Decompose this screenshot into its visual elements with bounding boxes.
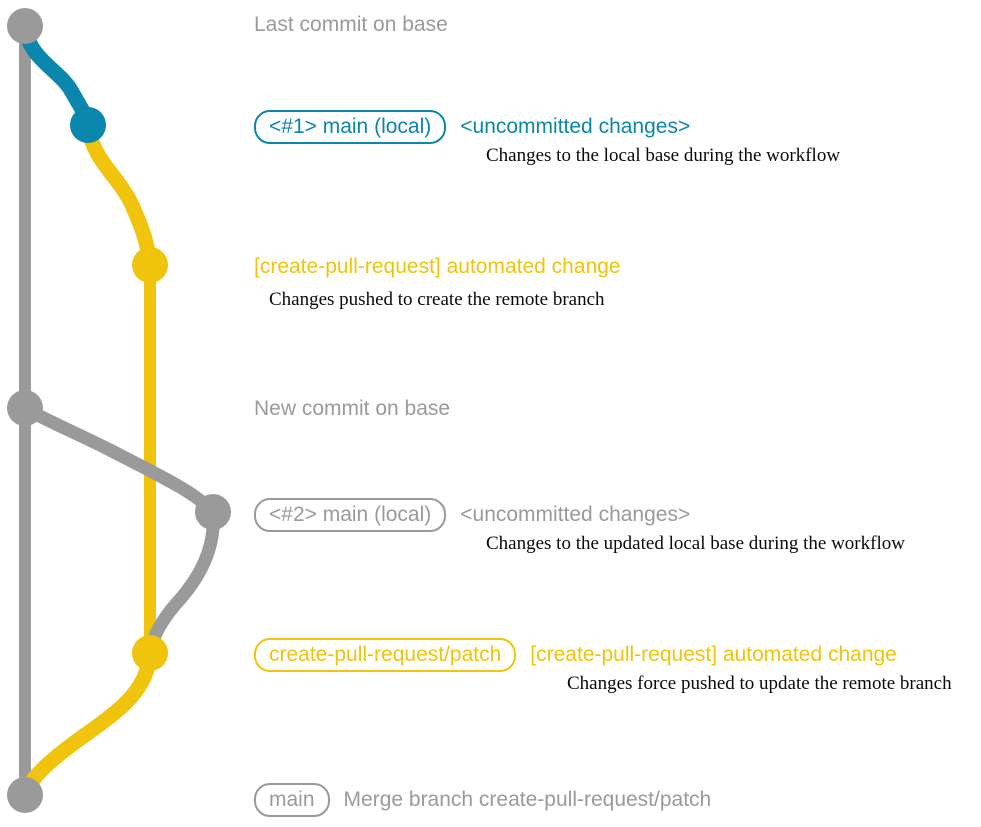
node-patch-1	[132, 247, 168, 283]
row-local-1: <#1> main (local) <uncommitted changes>	[254, 110, 690, 144]
node-patch-2	[132, 635, 168, 671]
headline-new-commit-on-base: New commit on base	[254, 397, 451, 420]
headline-last-commit-on-base: Last commit on base	[254, 13, 448, 36]
row-last-commit-on-base: Last commit on base	[254, 13, 448, 37]
node-merge	[7, 777, 43, 813]
row-merge-commit: main Merge branch create-pull-request/pa…	[254, 783, 711, 817]
patch-branch-line-1	[80, 117, 158, 273]
commit-graph	[7, 8, 231, 813]
local-branch-line-2	[18, 401, 220, 519]
patch-to-merge-line	[17, 645, 158, 803]
subtitle-automated-change-1: Changes pushed to create the remote bran…	[269, 289, 605, 310]
row-automated-change-1: [create-pull-request] automated change	[254, 255, 621, 279]
row-automated-change-2: create-pull-request/patch [create-pull-r…	[254, 638, 897, 672]
node-local-2	[195, 494, 231, 530]
headline-merge-branch: Merge branch create-pull-request/patch	[343, 788, 712, 811]
row-new-commit-on-base: New commit on base	[254, 397, 450, 421]
subtitle-local-2: Changes to the updated local base during…	[486, 533, 905, 554]
subtitle-automated-change-2: Changes force pushed to update the remot…	[567, 673, 952, 694]
node-local-1	[70, 107, 106, 143]
row-local-2: <#2> main (local) <uncommitted changes>	[254, 498, 690, 532]
headline-uncommitted-changes-2: <uncommitted changes>	[460, 503, 691, 526]
badge-create-pull-request-patch[interactable]: create-pull-request/patch	[254, 638, 517, 672]
badge-main-local-1[interactable]: <#1> main (local)	[254, 110, 447, 144]
local-to-patch-line	[143, 505, 220, 660]
node-base-top	[7, 8, 43, 44]
headline-uncommitted-changes-1: <uncommitted changes>	[460, 115, 691, 138]
subtitle-local-1: Changes to the local base during the wor…	[486, 145, 841, 166]
badge-main-local-2[interactable]: <#2> main (local)	[254, 498, 447, 532]
node-base-new	[7, 390, 43, 426]
badge-main[interactable]: main	[254, 783, 330, 817]
headline-automated-change-1: [create-pull-request] automated change	[254, 255, 621, 278]
headline-automated-change-2: [create-pull-request] automated change	[530, 643, 897, 666]
